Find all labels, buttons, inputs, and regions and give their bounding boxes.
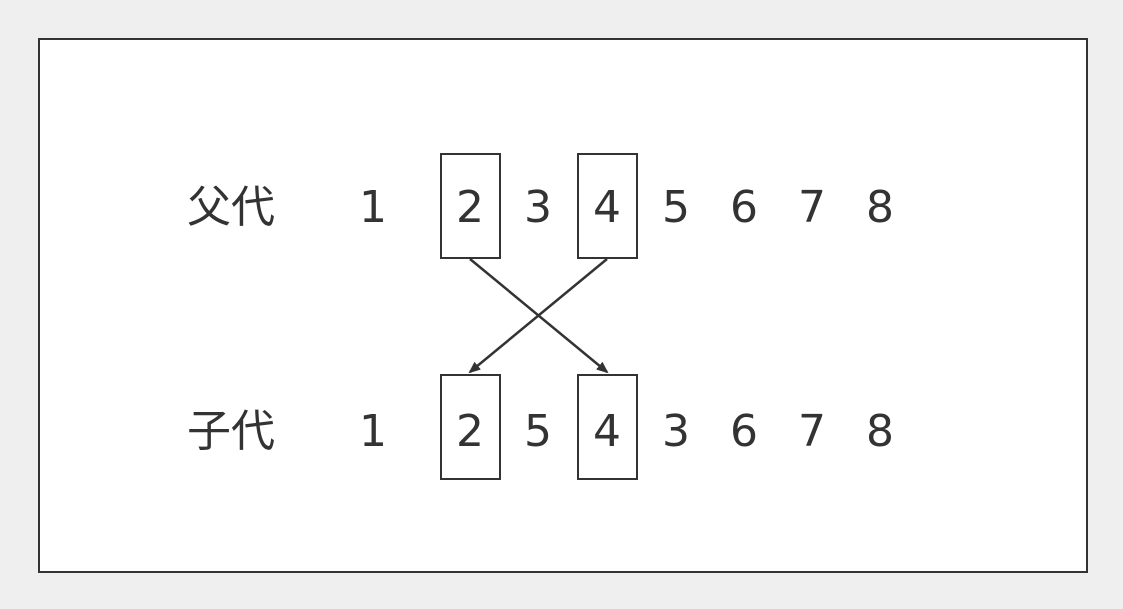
parent-gene-7: 7 xyxy=(798,182,826,233)
parent-row-label: 父代 xyxy=(187,182,275,233)
child-gene-5: 3 xyxy=(662,406,690,457)
parent-gene-6: 6 xyxy=(730,182,758,233)
parent-gene-3: 3 xyxy=(524,182,552,233)
child-gene-7: 7 xyxy=(798,406,826,457)
parent-highlight-box-4 xyxy=(577,153,638,259)
diagram-frame xyxy=(38,38,1088,573)
child-highlight-box-2 xyxy=(440,374,501,480)
parent-gene-1: 1 xyxy=(359,182,387,233)
child-row-label: 子代 xyxy=(187,406,275,457)
parent-gene-8: 8 xyxy=(866,182,894,233)
parent-gene-5: 5 xyxy=(662,182,690,233)
parent-highlight-box-2 xyxy=(440,153,501,259)
child-gene-1: 1 xyxy=(359,406,387,457)
child-gene-2: 2 xyxy=(456,406,484,457)
child-highlight-box-4 xyxy=(577,374,638,480)
child-gene-6: 6 xyxy=(730,406,758,457)
child-gene-8: 8 xyxy=(866,406,894,457)
crossover-arrow-2 xyxy=(468,258,608,374)
parent-gene-2: 2 xyxy=(456,182,484,233)
child-gene-3: 5 xyxy=(524,406,552,457)
parent-gene-4: 4 xyxy=(593,182,621,233)
child-gene-4: 4 xyxy=(593,406,621,457)
